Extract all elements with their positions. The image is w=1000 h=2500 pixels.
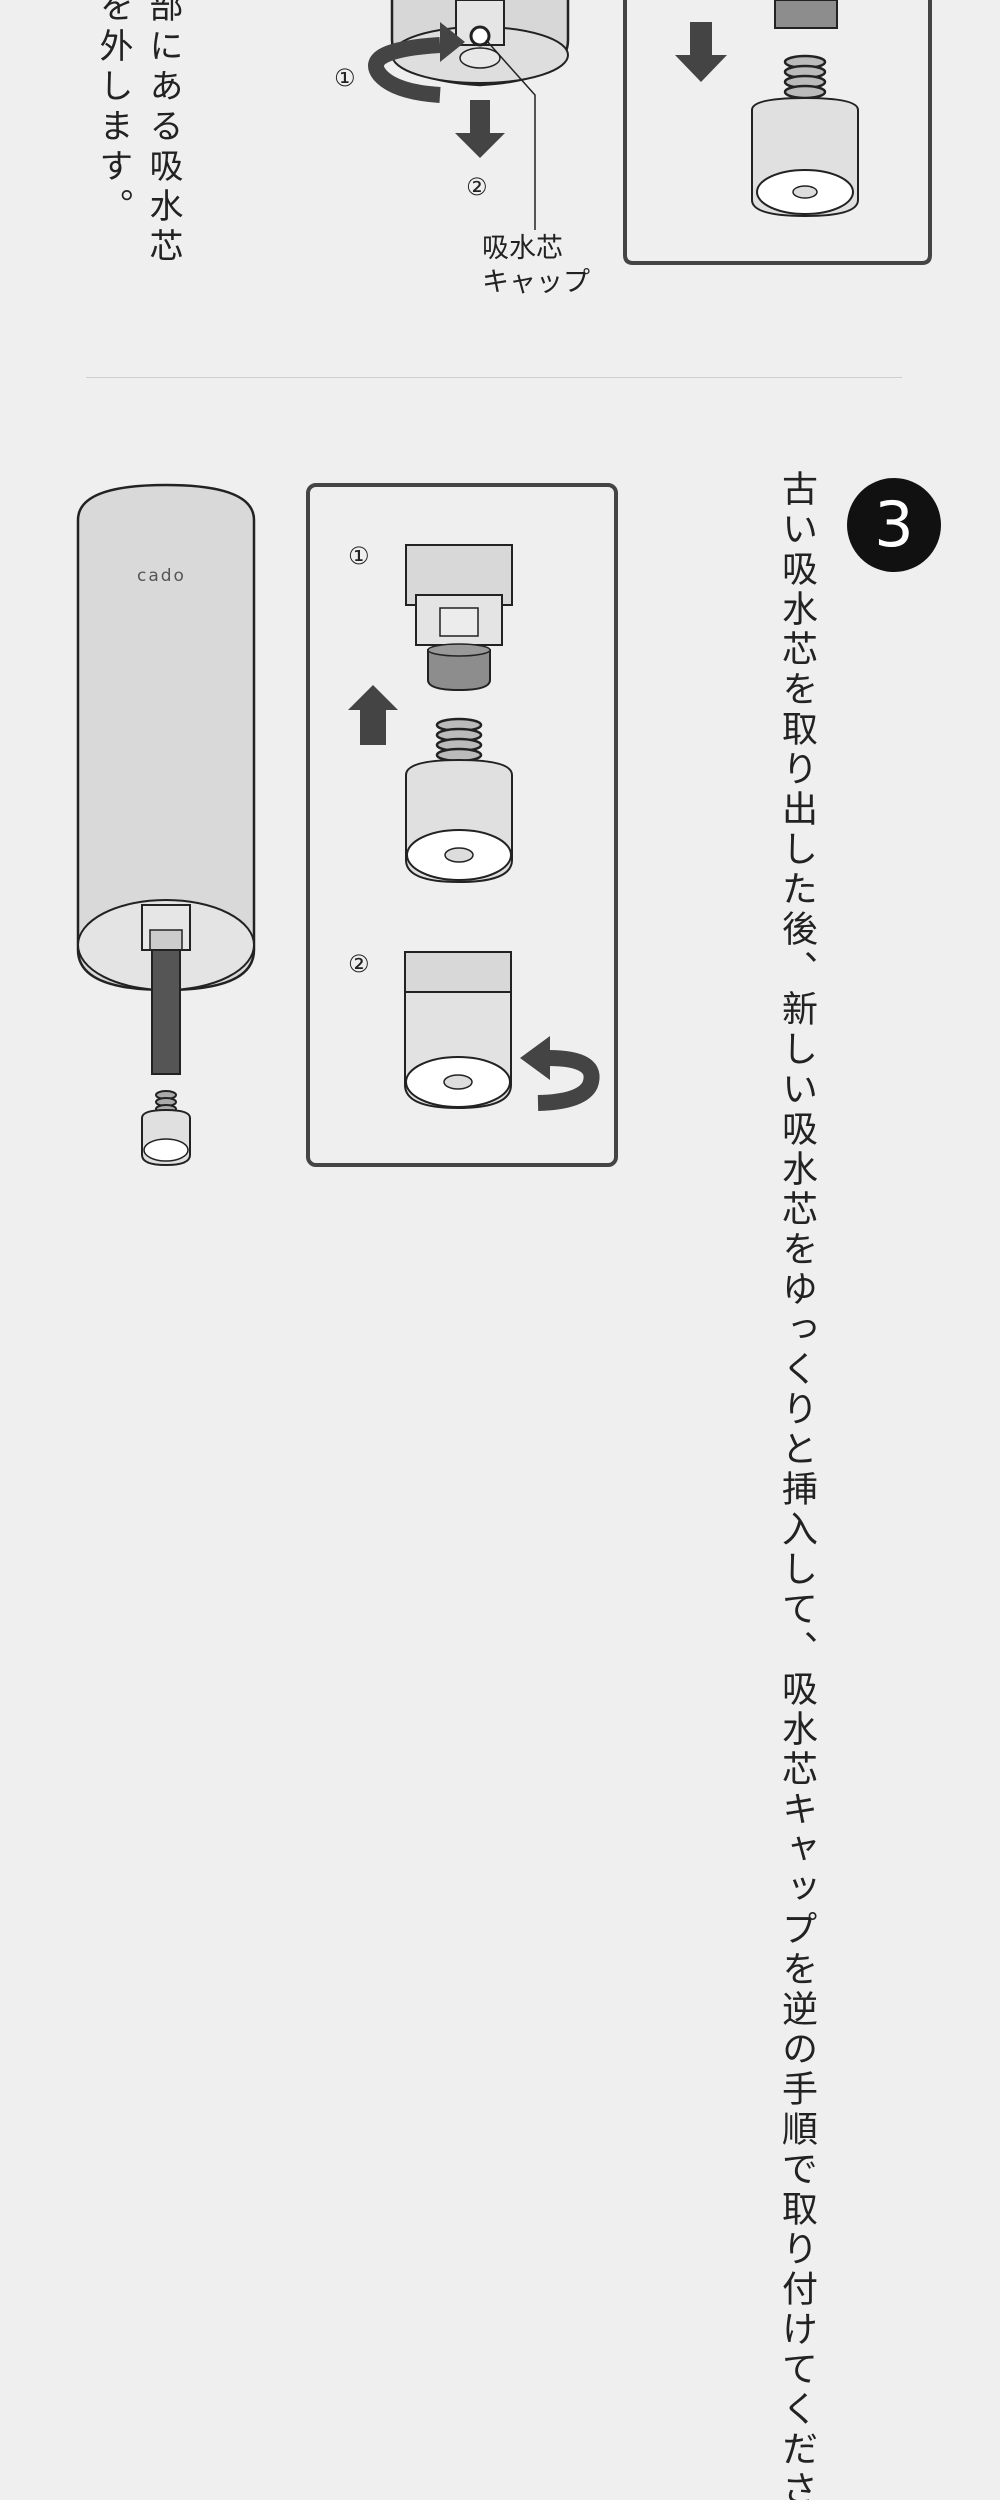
rotate-arrow-icon	[537, 1050, 600, 1111]
inset-marker-1: ①	[348, 542, 370, 570]
down-arrow-icon	[675, 55, 727, 82]
rotate-arrow-icon	[368, 37, 441, 103]
brand-logo: cado	[137, 566, 186, 586]
cap-label: 吸水芯 キャップ	[482, 233, 590, 298]
down-arrow-icon	[455, 133, 505, 158]
section-divider	[86, 377, 902, 378]
top-inset-illustration	[623, 0, 932, 265]
step-number-badge: 3	[847, 478, 941, 572]
step3-instruction-text: 古い吸水芯を取り出した後、新しい吸水芯をゆっくりと挿入して、吸水芯キャップを逆の…	[776, 470, 817, 2500]
top-instruction-text: 部にある吸水芯 を外します。	[93, 0, 183, 268]
step-marker-1: ①	[334, 64, 356, 92]
up-arrow-icon	[360, 705, 386, 745]
inset-marker-2: ②	[348, 950, 370, 978]
illustration-canvas	[76, 0, 932, 1167]
wick-rod	[151, 949, 181, 1075]
cap-icon	[469, 25, 491, 47]
top-unit-illustration	[368, 0, 570, 230]
step3-inset-illustration	[306, 483, 618, 1167]
step-marker-2: ②	[466, 173, 488, 201]
unit-illustration	[76, 483, 256, 1167]
